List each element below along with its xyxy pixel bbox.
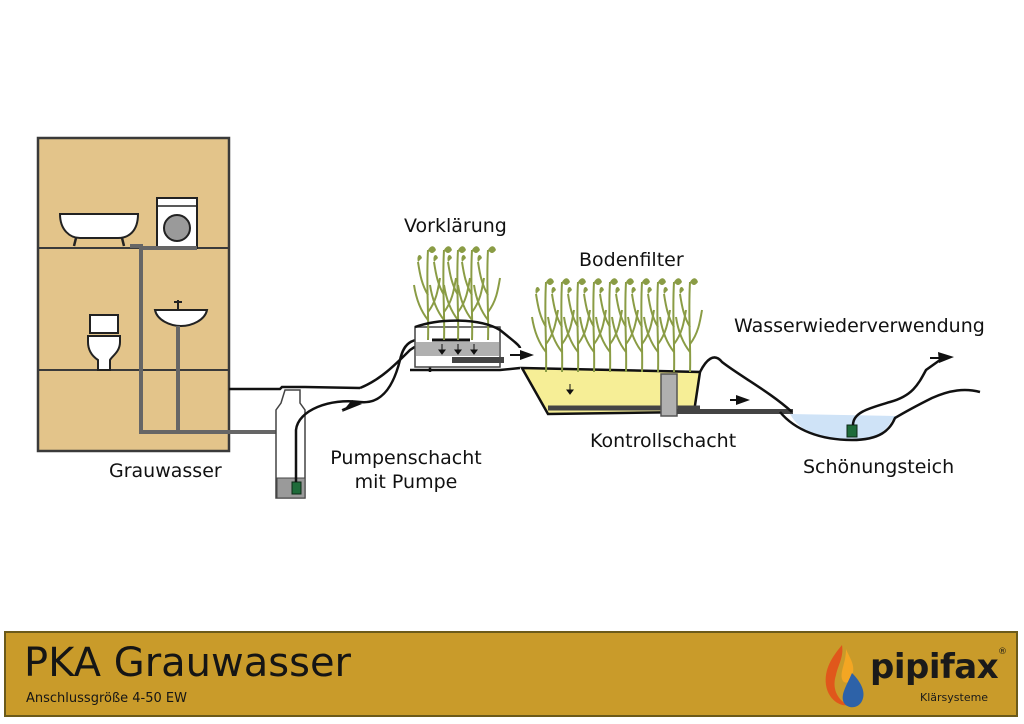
pump-icon (291, 481, 302, 495)
label-pumpenschacht-line2: mit Pumpe (354, 471, 458, 493)
flow-arrow-4 (930, 352, 954, 363)
footer-subtitle: Anschlussgröße 4-50 EW (26, 691, 187, 706)
house-drain-pipes (130, 244, 276, 434)
footer-title: PKA Grauwasser (24, 640, 351, 686)
toilet-icon (87, 314, 121, 371)
label-grauwasser: Grauwasser (109, 460, 222, 482)
label-vorklaerung: Vorklärung (404, 215, 507, 237)
outlet-pipe (677, 409, 793, 414)
ground-line-2 (410, 366, 521, 372)
sink-icon (153, 300, 209, 328)
logo-registered-mark: ® (998, 647, 1007, 657)
flow-arrow-3 (730, 395, 750, 405)
flame-drop-icon (825, 645, 864, 708)
schoenungsteich-pond (779, 388, 981, 442)
bathtub-icon (58, 213, 140, 247)
pressure-line (294, 337, 470, 482)
label-wasserwiederverwendung: Wasserwiederverwendung (734, 315, 985, 337)
ground-hill-2 (698, 356, 793, 413)
washing-machine-icon (156, 197, 198, 249)
pump-shaft (275, 389, 306, 499)
label-bodenfilter: Bodenfilter (579, 249, 684, 271)
logo-tagline: Klärsysteme (920, 691, 989, 704)
label-pumpenschacht: Pumpenschacht mit Pumpe (312, 446, 500, 494)
pipifax-logo: pipifax ® Klärsysteme (822, 637, 1014, 715)
label-pumpenschacht-line1: Pumpenschacht (330, 447, 482, 469)
flow-arrow-2 (510, 350, 534, 360)
bodenfilter-reeds (531, 277, 703, 373)
label-schoenungsteich: Schönungsteich (803, 456, 955, 478)
pond-pump-icon (846, 424, 858, 438)
house (36, 136, 231, 453)
ground-hill (414, 319, 522, 349)
label-kontrollschacht: Kontrollschacht (590, 430, 737, 452)
reuse-line (851, 358, 941, 426)
footer-banner: PKA Grauwasser Anschlussgröße 4-50 EW pi… (4, 631, 1018, 717)
vorklaerung-reeds (413, 245, 501, 341)
vorklaerung-tank (414, 326, 504, 368)
kontrollschacht-shaft (660, 373, 678, 417)
logo-wordmark: pipifax (870, 647, 999, 687)
